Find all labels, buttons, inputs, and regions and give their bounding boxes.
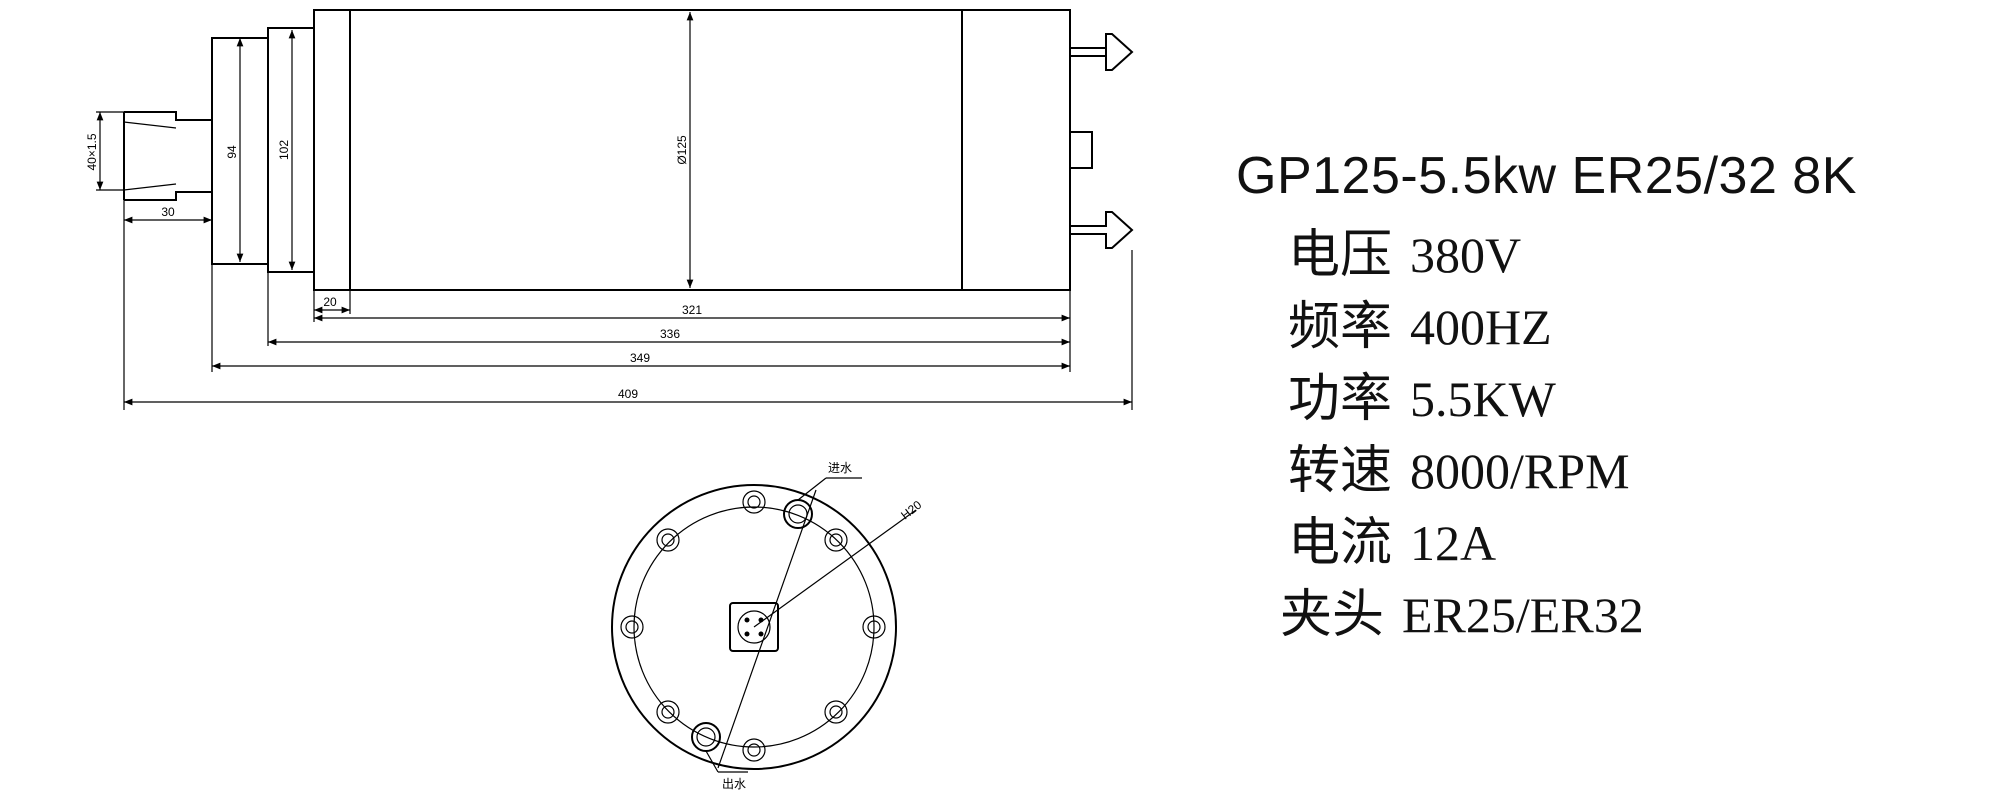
spec-value: ER25/ER32 — [1402, 587, 1644, 643]
spec-key: 电流 — [1288, 513, 1393, 573]
dim-102: 102 — [277, 140, 291, 160]
spec-row-current: 电流 12A — [1288, 500, 1857, 573]
spec-row-power: 功率 5.5KW — [1288, 356, 1857, 429]
end-view: H20 进水 出水 — [611, 461, 924, 791]
spec-value: 380V — [1410, 227, 1522, 283]
spec-row-frequency: 频率 400HZ — [1288, 284, 1857, 357]
spec-key: 功率 — [1288, 369, 1393, 429]
electrical-connector — [1070, 131, 1093, 169]
dim-collet: 40×1.5 — [85, 133, 99, 170]
spec-value: 12A — [1410, 515, 1497, 571]
main-body — [313, 9, 1071, 291]
collet-nose — [124, 111, 213, 201]
dim-30: 30 — [161, 205, 175, 219]
outer-circle — [611, 484, 897, 770]
dim-349: 349 — [630, 351, 650, 365]
label-water-in: 进水 — [828, 461, 852, 475]
spec-row-speed: 转速 8000/RPM — [1288, 428, 1857, 501]
flange-step — [267, 27, 315, 273]
spindle-technical-drawing: 40×1.5 94 102 Ø125 30 20 321 336 349 409 — [85, 9, 1134, 791]
spec-value: 400HZ — [1410, 299, 1552, 355]
spec-key: 频率 — [1288, 297, 1393, 357]
spec-value: 8000/RPM — [1410, 443, 1630, 499]
spec-panel: GP125-5.5kw ER25/32 8K 电压 380V 频率 400HZ … — [1236, 142, 1857, 645]
dim-409: 409 — [618, 387, 638, 401]
spec-row-voltage: 电压 380V — [1288, 212, 1857, 285]
label-h20: H20 — [898, 498, 924, 523]
bolt-circle — [633, 506, 875, 748]
dim-diameter-125: Ø125 — [675, 135, 689, 165]
side-view: 40×1.5 94 102 Ø125 30 20 321 336 349 409 — [85, 9, 1134, 410]
spec-row-collet: 夹头 ER25/ER32 — [1280, 572, 1857, 645]
spec-value: 5.5KW — [1410, 371, 1556, 427]
dim-321: 321 — [682, 303, 702, 317]
dim-94: 94 — [225, 145, 239, 159]
water-fitting-bottom — [1070, 211, 1134, 249]
spec-key: 转速 — [1288, 441, 1393, 501]
spec-key: 电压 — [1288, 225, 1393, 285]
dim-336: 336 — [660, 327, 680, 341]
spec-title: GP125-5.5kw ER25/32 8K — [1236, 147, 1857, 205]
spec-key: 夹头 — [1280, 585, 1385, 645]
center-connector — [729, 602, 779, 652]
water-fitting-top — [1070, 33, 1134, 71]
label-water-out: 出水 — [722, 777, 746, 791]
dim-20: 20 — [323, 295, 337, 309]
